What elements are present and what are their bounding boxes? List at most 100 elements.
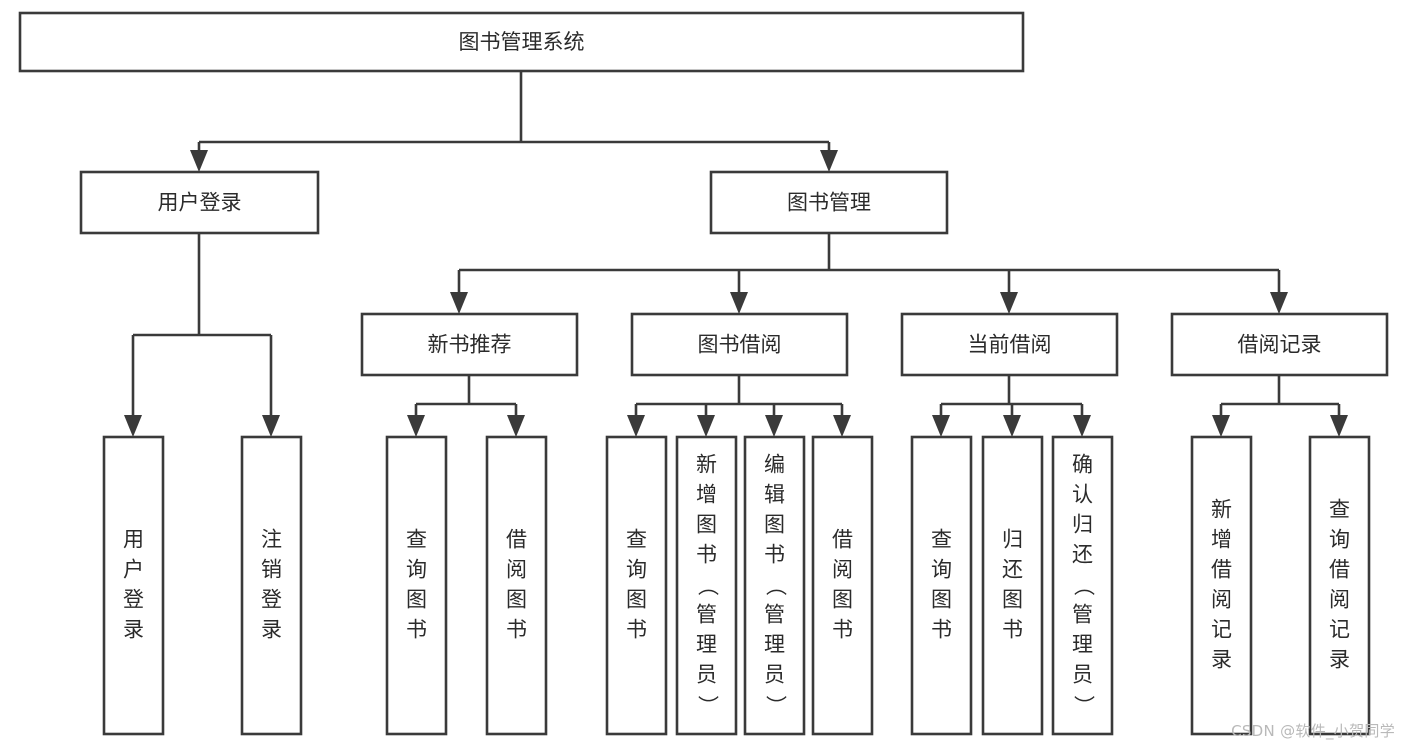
node-label-char: 归 <box>1072 513 1093 537</box>
node-label-char: 阅 <box>506 558 527 582</box>
node-box-root[interactable] <box>18 11 1025 73</box>
node-label-char: 还 <box>1072 543 1093 567</box>
node-box-user-login[interactable] <box>79 170 320 235</box>
node-box-leaf-query-borrow-record[interactable] <box>1308 435 1371 736</box>
arrow-head-icon <box>262 415 280 437</box>
node-label-char: 图 <box>696 513 717 537</box>
node-label-char: ） <box>764 695 788 716</box>
node-label-char: 认 <box>1072 483 1093 507</box>
node-label-char: 登 <box>123 588 144 612</box>
node-label-char: 借 <box>1329 558 1350 582</box>
node-box-leaf-query-book-borrow[interactable] <box>605 435 668 736</box>
arrow-head-icon <box>820 150 838 172</box>
node-box-leaf-query-book-recommend[interactable] <box>385 435 448 736</box>
node-box-new-book-recommend[interactable] <box>360 312 579 377</box>
node-box-leaf-edit-book[interactable] <box>743 435 806 736</box>
node-label-char: 询 <box>1329 528 1350 552</box>
conn-new-book-split <box>407 375 525 437</box>
node-box-leaf-add-borrow-record[interactable] <box>1190 435 1253 736</box>
arrow-head-icon <box>450 292 468 314</box>
tree-node-level2[interactable]: 用户登录 <box>79 170 320 235</box>
node-label-char: 查 <box>626 528 647 552</box>
node-label-char: 查 <box>931 528 952 552</box>
node-label-char: 询 <box>626 558 647 582</box>
node-label-book-management: 图书管理 <box>787 191 871 215</box>
tree-node-root[interactable]: 图书管理系统 <box>18 11 1025 73</box>
arrow-head-icon <box>124 415 142 437</box>
connector-layer <box>124 71 1348 437</box>
node-box-leaf-borrow-book-recommend[interactable] <box>485 435 548 736</box>
node-label-char: 图 <box>626 588 647 612</box>
node-label-char: 书 <box>764 543 785 567</box>
node-label-char: 员 <box>764 663 785 687</box>
node-label-char: 书 <box>696 543 717 567</box>
node-label-char: 员 <box>696 663 717 687</box>
node-label-char: 借 <box>506 528 527 552</box>
tree-node-level2[interactable]: 图书管理 <box>709 170 949 235</box>
tree-node-level3[interactable]: 图书借阅 <box>630 312 849 377</box>
node-label-char: （ <box>764 575 788 596</box>
tree-node-level3[interactable]: 新书推荐 <box>360 312 579 377</box>
node-label-char: 图 <box>764 513 785 537</box>
node-label-char: 图 <box>1002 588 1023 612</box>
node-label-char: 书 <box>1002 618 1023 642</box>
node-label-current-borrow: 当前借阅 <box>968 333 1052 357</box>
node-label-char: 注 <box>261 528 282 552</box>
node-label-char: 录 <box>1211 648 1232 672</box>
node-box-leaf-user-login[interactable] <box>102 435 165 736</box>
node-label-char: 还 <box>1002 558 1023 582</box>
node-label-char: 用 <box>123 528 144 552</box>
node-box-leaf-borrow-book[interactable] <box>811 435 874 736</box>
conn-book-management-split <box>450 233 1288 314</box>
node-label-char: 新 <box>1211 498 1232 522</box>
arrow-head-icon <box>932 415 950 437</box>
tree-node-level3[interactable]: 当前借阅 <box>900 312 1119 377</box>
node-box-borrow-record[interactable] <box>1170 312 1389 377</box>
tree-node-level3[interactable]: 借阅记录 <box>1170 312 1389 377</box>
node-label-char: 理 <box>764 633 785 657</box>
node-label-char: 询 <box>406 558 427 582</box>
node-box-leaf-add-book[interactable] <box>675 435 738 736</box>
arrow-head-icon <box>190 150 208 172</box>
tree-node-leaf[interactable]: 用户登录 <box>102 435 165 736</box>
csdn-watermark: CSDN @软件_小贺同学 <box>1231 722 1395 740</box>
node-label-char: 录 <box>1329 648 1350 672</box>
node-label-char: 员 <box>1072 663 1093 687</box>
arrow-head-icon <box>765 415 783 437</box>
node-box-leaf-confirm-return[interactable] <box>1051 435 1114 736</box>
node-label-char: 理 <box>696 633 717 657</box>
node-label-char: （ <box>1072 575 1096 596</box>
conn-user-login-split <box>124 233 280 437</box>
node-box-book-borrow[interactable] <box>630 312 849 377</box>
node-label-char: 辑 <box>764 483 785 507</box>
node-box-leaf-query-book-current[interactable] <box>910 435 973 736</box>
node-label-char: 书 <box>506 618 527 642</box>
node-label-char: ） <box>696 695 720 716</box>
node-box-book-management[interactable] <box>709 170 949 235</box>
node-label-char: 查 <box>1329 498 1350 522</box>
node-box-leaf-return-book[interactable] <box>981 435 1044 736</box>
node-label-char: 登 <box>261 588 282 612</box>
node-box-current-borrow[interactable] <box>900 312 1119 377</box>
node-label-char: 书 <box>406 618 427 642</box>
node-box-leaf-logout[interactable] <box>240 435 303 736</box>
